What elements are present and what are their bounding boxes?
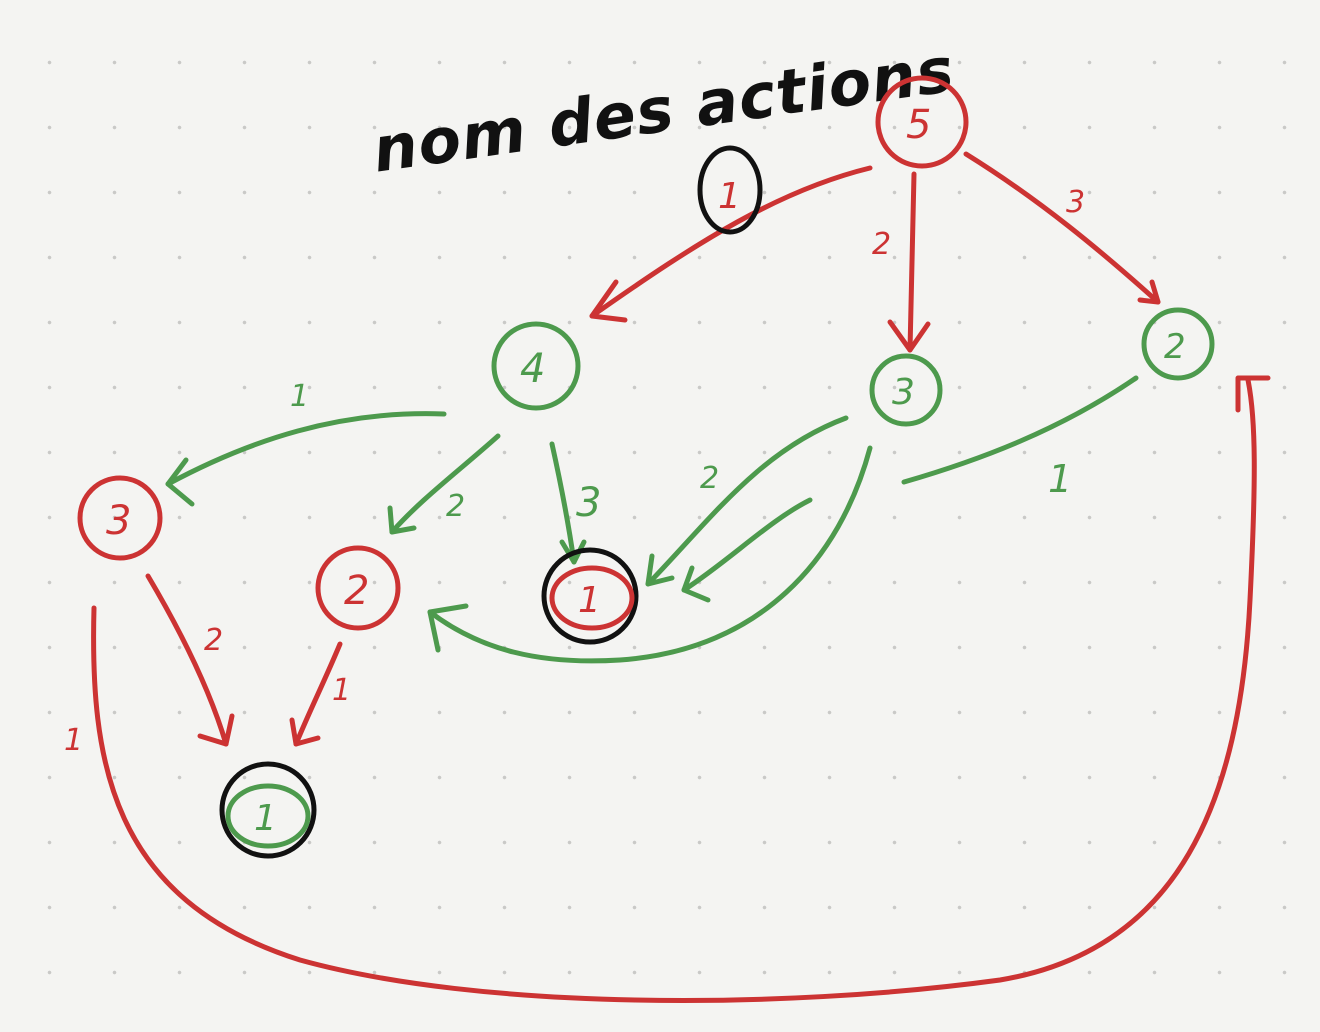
node-label: 2: [1164, 327, 1186, 367]
edge-label-2-1g: 1: [332, 673, 351, 708]
edge-5-to-2: [963, 151, 1161, 305]
edge-5-to-4: [589, 165, 873, 323]
edge-2-to-1-green: [289, 641, 343, 747]
edge-label-3-1g: 2: [204, 623, 223, 658]
node-3-red: 3: [77, 475, 163, 561]
legend-node-label: 1: [718, 176, 741, 217]
node-label: 3: [892, 372, 915, 413]
node-1-red-terminal: 1: [541, 547, 639, 645]
edge-label-5-2: 3: [1066, 185, 1085, 220]
edge-label-2-1: 1: [1048, 457, 1072, 501]
node-2-red: 2: [315, 545, 401, 631]
edge-5-to-3: [887, 171, 931, 353]
edge-3-to-2-red: [427, 445, 873, 664]
edge-label-3-1: 2: [700, 461, 719, 496]
diagram-title: nom des actions: [368, 33, 958, 187]
node-label: 4: [520, 346, 545, 392]
node-2-green: 2: [1141, 307, 1215, 381]
edge-label-4-2: 2: [446, 489, 465, 524]
node-4: 4: [491, 321, 581, 411]
legend-node-1: 1: [697, 145, 763, 235]
node-label: 1: [254, 798, 277, 839]
edge-label-4-3: 1: [290, 379, 309, 414]
edge-3-to-2-green-loop: [91, 375, 1271, 1003]
node-label: 5: [906, 102, 931, 148]
edge-label-3-2g-loop: 1: [64, 723, 83, 758]
edge-label-5-3: 2: [872, 227, 891, 262]
edge-4-to-2: [387, 433, 501, 535]
node-3-green: 3: [869, 353, 943, 427]
edge-4-to-3: [165, 411, 447, 507]
node-label: 1: [578, 580, 601, 621]
node-label: 3: [106, 498, 131, 544]
node-5: 5: [875, 75, 969, 169]
edge-3-to-1-green: [145, 573, 235, 747]
edge-label-4-1: 3: [576, 480, 601, 526]
node-1-green-terminal: 1: [219, 761, 317, 859]
node-label: 2: [344, 568, 369, 614]
edge-3-to-1-red: [645, 415, 849, 587]
edge-2-to-1-red: [681, 375, 1139, 603]
